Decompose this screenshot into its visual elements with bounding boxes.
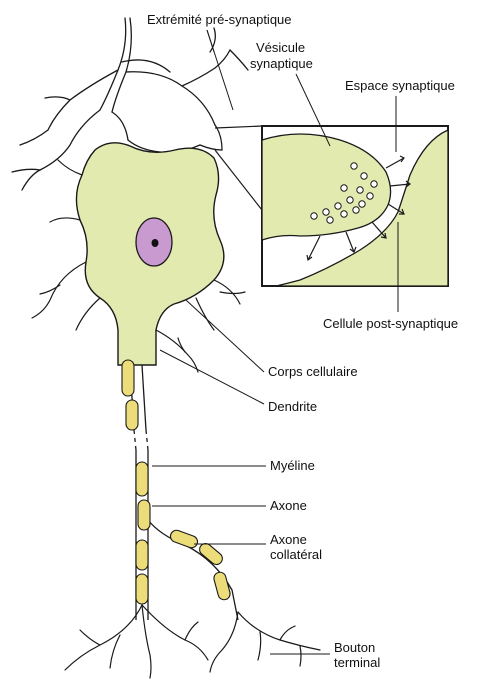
myelin-segment <box>138 500 150 530</box>
label-cell-body: Corps cellulaire <box>268 364 358 379</box>
myelin-segment <box>122 360 134 396</box>
label-synaptic-vesicle-1: Vésicule <box>256 40 305 55</box>
label-presynaptic-end: Extrémité pré-synaptique <box>147 12 292 27</box>
label-axon: Axone <box>270 498 307 513</box>
myelin-segment <box>136 574 148 604</box>
terminal-branches <box>65 605 320 678</box>
myelin-segment <box>169 529 199 550</box>
label-dendrite: Dendrite <box>268 399 317 414</box>
label-collateral-axon-2: collatéral <box>270 547 322 562</box>
label-terminal-button-2: terminal <box>334 655 380 670</box>
myelin-segment <box>136 462 148 496</box>
label-collateral-axon-1: Axone <box>270 532 307 547</box>
label-postsynaptic-cell: Cellule post-synaptique <box>323 316 458 331</box>
label-myelin: Myéline <box>270 458 315 473</box>
myelin-segment <box>126 400 138 430</box>
label-synaptic-cleft: Espace synaptique <box>345 78 455 93</box>
nucleolus <box>152 239 159 247</box>
myelin-segment <box>136 540 148 570</box>
synapse-inset <box>215 126 448 286</box>
myelin-segment <box>213 571 232 601</box>
label-terminal-button-1: Bouton <box>334 640 375 655</box>
label-synaptic-vesicle-2: synaptique <box>250 56 313 71</box>
